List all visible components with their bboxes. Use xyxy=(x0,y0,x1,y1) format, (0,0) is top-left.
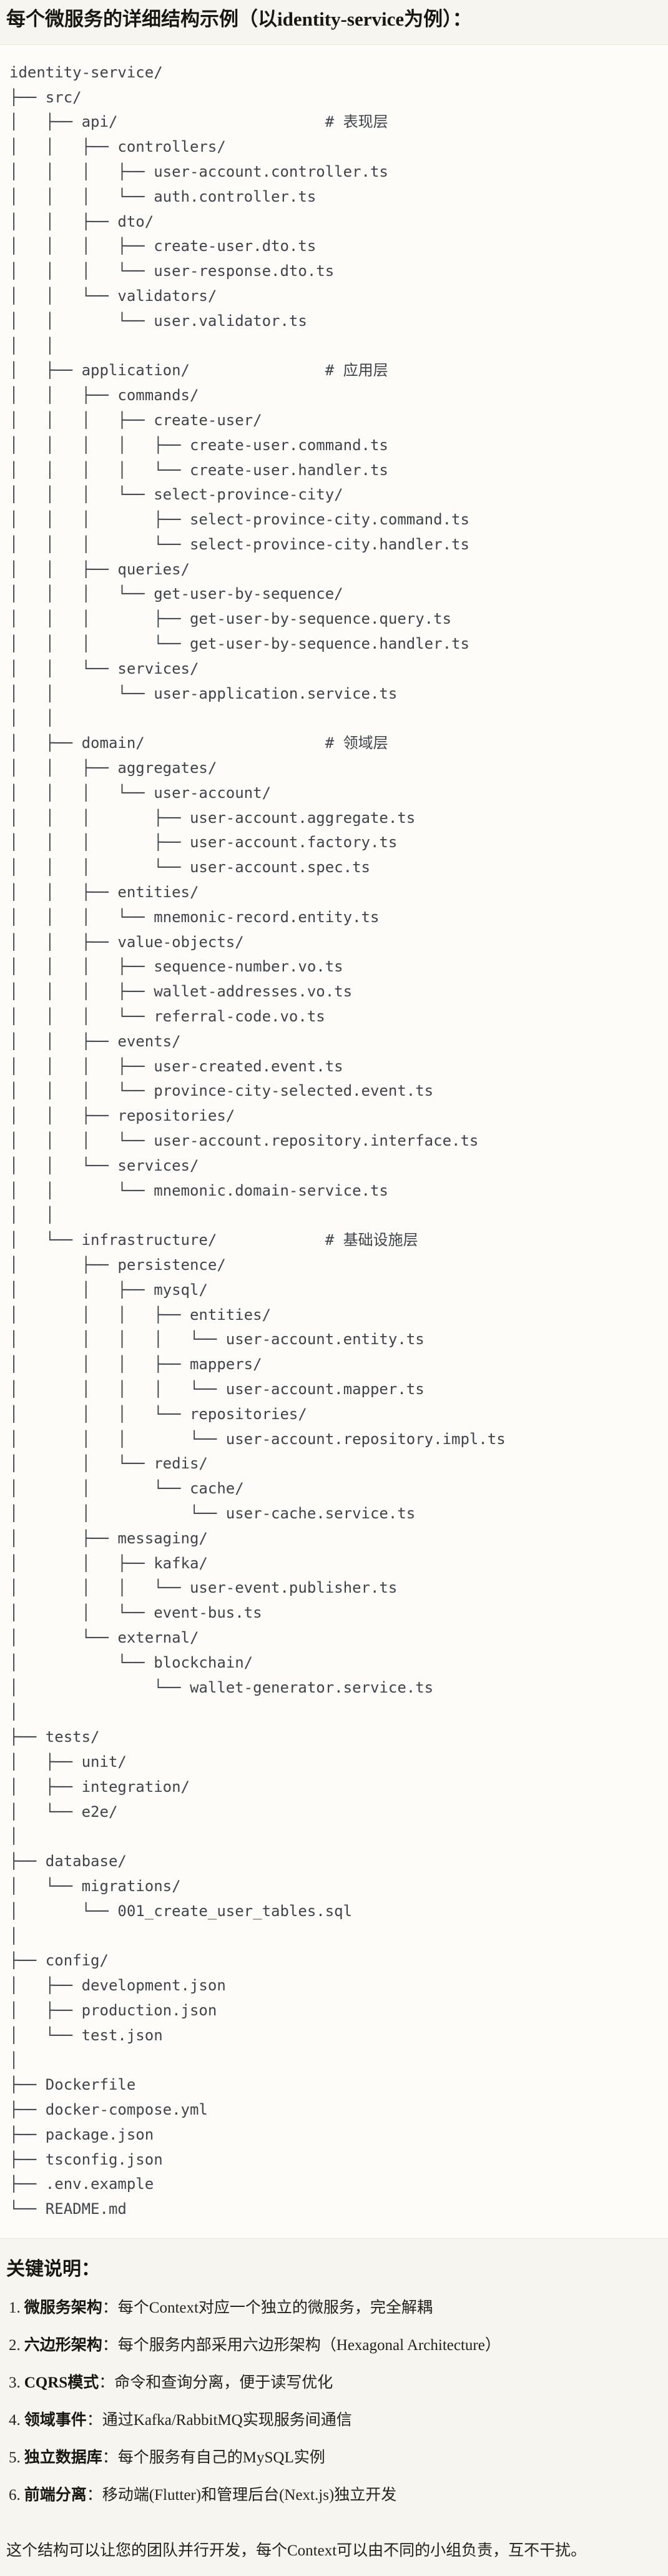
note-number: 5. xyxy=(9,2449,21,2467)
directory-tree: identity-service/ ├── src/ │ ├── api/ # … xyxy=(9,63,506,2218)
note-item: 6.前端分离：移动端(Flutter)和管理后台(Next.js)独立开发 xyxy=(9,2484,661,2506)
note-label: 前端分离 xyxy=(24,2487,87,2504)
note-label: 独立数据库 xyxy=(24,2449,102,2467)
note-number: 2. xyxy=(9,2337,21,2354)
note-number: 3. xyxy=(9,2374,21,2392)
directory-tree-code-block: identity-service/ ├── src/ │ ├── api/ # … xyxy=(0,44,668,2239)
note-label: 六边形架构 xyxy=(24,2337,102,2354)
note-text: ：每个Context对应一个独立的微服务，完全解耦 xyxy=(102,2299,433,2317)
note-number: 1. xyxy=(9,2299,21,2317)
note-text: ：每个服务内部采用六边形架构（Hexagonal Architecture） xyxy=(102,2337,501,2354)
note-item: 5.独立数据库：每个服务有自己的MySQL实例 xyxy=(9,2447,661,2469)
notes-list: 1.微服务架构：每个Context对应一个独立的微服务，完全解耦 2.六边形架构… xyxy=(6,2297,661,2506)
note-label: CQRS模式 xyxy=(24,2374,99,2392)
note-label: 领域事件 xyxy=(24,2412,87,2429)
note-item: 1.微服务架构：每个Context对应一个独立的微服务，完全解耦 xyxy=(9,2297,661,2319)
page-title: 每个微服务的详细结构示例（以identity-service为例）： xyxy=(6,8,472,30)
notes-section: 关键说明： 1.微服务架构：每个Context对应一个独立的微服务，完全解耦 2… xyxy=(0,2258,668,2576)
note-item: 3.CQRS模式：命令和查询分离，便于读写优化 xyxy=(9,2372,661,2394)
closing-paragraph: 这个结构可以让您的团队并行开发，每个Context可以由不同的小组负责，互不干扰… xyxy=(6,2542,587,2560)
note-item: 4.领域事件：通过Kafka/RabbitMQ实现服务间通信 xyxy=(9,2409,661,2431)
notes-heading: 关键说明： xyxy=(6,2259,100,2280)
note-label: 微服务架构 xyxy=(24,2299,102,2317)
note-item: 2.六边形架构：每个服务内部采用六边形架构（Hexagonal Architec… xyxy=(9,2334,661,2356)
note-text: ：每个服务有自己的MySQL实例 xyxy=(102,2449,325,2467)
note-text: ：移动端(Flutter)和管理后台(Next.js)独立开发 xyxy=(86,2487,397,2504)
note-text: ：通过Kafka/RabbitMQ实现服务间通信 xyxy=(86,2412,352,2429)
note-number: 4. xyxy=(9,2412,21,2429)
note-text: ：命令和查询分离，便于读写优化 xyxy=(99,2374,333,2392)
note-number: 6. xyxy=(9,2487,21,2504)
